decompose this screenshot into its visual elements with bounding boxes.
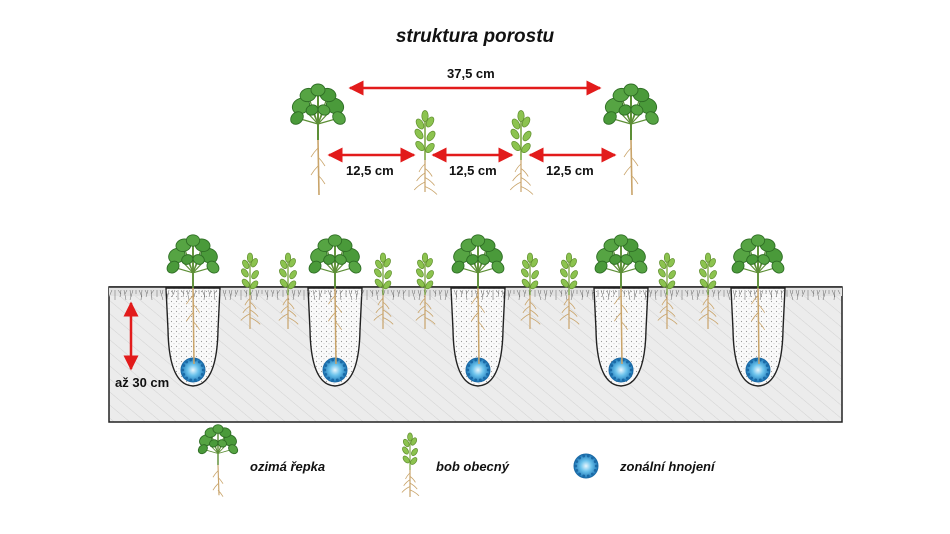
surface-roots bbox=[108, 289, 841, 301]
bean-plant-top-1 bbox=[413, 110, 438, 195]
bean-plant-row bbox=[373, 252, 394, 329]
diagram-title: struktura porostu bbox=[395, 26, 555, 47]
rapeseed-plant-top-right bbox=[603, 83, 659, 196]
fertilizer-zone bbox=[608, 357, 634, 383]
fertilizer-zone bbox=[465, 357, 491, 383]
rapeseed-plant-row bbox=[451, 234, 505, 365]
fertilizer-zone bbox=[322, 357, 348, 383]
legend-label-fertilizer: zonální hnojení bbox=[620, 459, 715, 474]
fertilizer-zone bbox=[180, 357, 206, 383]
depth-label: až 30 cm bbox=[115, 375, 170, 390]
spacing-label-wide: 37,5 cm bbox=[447, 66, 495, 81]
bean-plant-top-2 bbox=[509, 110, 534, 195]
legend-label-rapeseed: ozimá řepka bbox=[250, 459, 326, 474]
bean-plant-row bbox=[657, 252, 678, 329]
spacing-label-narrow-1: 12,5 cm bbox=[346, 163, 394, 178]
bean-plant-row bbox=[415, 252, 436, 329]
plants bbox=[166, 83, 785, 365]
spacing-label-narrow-3: 12,5 cm bbox=[546, 163, 594, 178]
rapeseed-plant-row bbox=[594, 234, 648, 365]
spacing-label-narrow-2: 12,5 cm bbox=[449, 163, 497, 178]
legend-rapeseed-icon bbox=[197, 424, 239, 497]
bean-plant-row bbox=[559, 252, 580, 329]
soil-profile bbox=[108, 286, 843, 423]
legend-label-bean: bob obecný bbox=[436, 459, 509, 474]
bean-plant-row bbox=[520, 252, 541, 329]
bean-plant-row bbox=[240, 252, 261, 329]
rapeseed-plant-row bbox=[308, 234, 362, 365]
rapeseed-plant-row bbox=[731, 234, 785, 365]
fertilizer-zone bbox=[745, 357, 771, 383]
legend-bean-icon bbox=[401, 432, 420, 497]
legend-icons bbox=[197, 424, 599, 497]
bean-plant-row bbox=[698, 252, 719, 329]
bean-plant-row bbox=[278, 252, 299, 329]
rapeseed-plant-top-left bbox=[290, 83, 346, 196]
legend-fertilizer-icon bbox=[573, 453, 599, 479]
rapeseed-plant-row bbox=[166, 234, 220, 365]
spacing-arrows bbox=[327, 80, 617, 163]
